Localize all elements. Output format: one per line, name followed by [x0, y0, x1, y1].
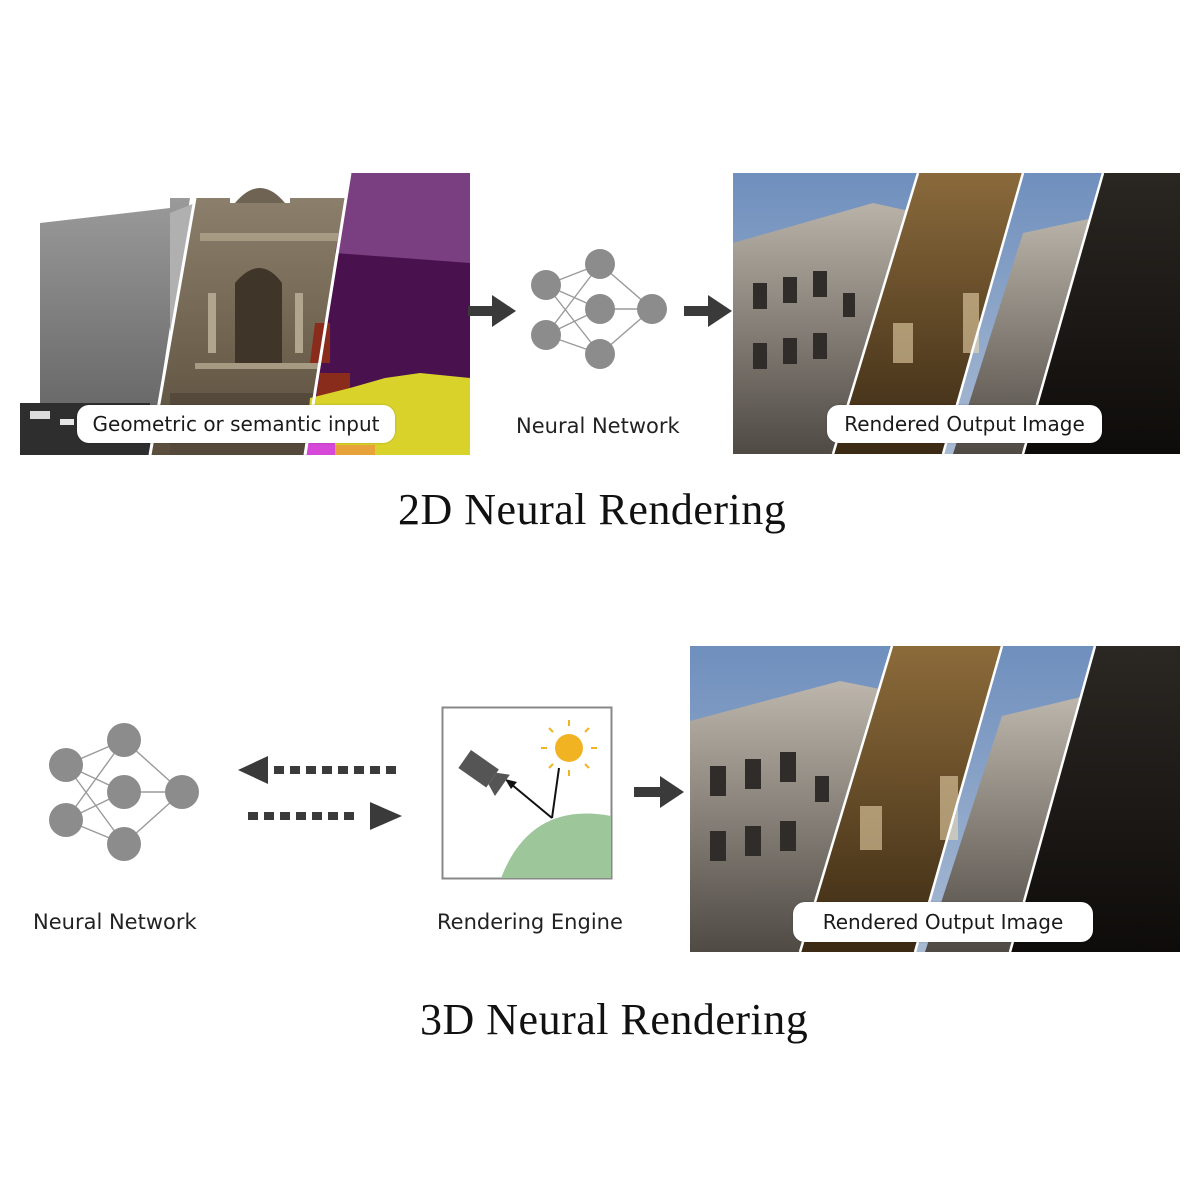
- arrow-icon: [684, 295, 732, 327]
- ground-icon: [501, 813, 611, 878]
- neural-network-icon: [49, 723, 199, 861]
- camera-icon: [458, 750, 510, 797]
- rendering-engine-label: Rendering Engine: [437, 910, 623, 934]
- section-title-3d: 3D Neural Rendering: [420, 995, 809, 1044]
- photo-panel: [150, 173, 350, 455]
- bottom-output-label: Rendered Output Image: [793, 902, 1093, 942]
- top-output-label: Rendered Output Image: [827, 405, 1102, 443]
- geometric-semantic-input-image: [20, 173, 470, 455]
- neural-network-icon: [531, 249, 667, 369]
- section-title-2d: 2D Neural Rendering: [398, 485, 787, 534]
- rendered-output-image-top: [733, 173, 1180, 454]
- top-network-label: Neural Network: [516, 414, 680, 438]
- arrow-icon: [468, 295, 516, 327]
- rendered-output-image-bottom: [690, 646, 1180, 952]
- arrow-icon: [634, 776, 684, 808]
- rendering-engine-icon: [441, 706, 613, 880]
- input-label: Geometric or semantic input: [77, 405, 395, 443]
- sun-icon: [541, 720, 597, 776]
- bottom-network-label: Neural Network: [33, 910, 197, 934]
- dotted-arrow-right-icon: [248, 802, 402, 830]
- dotted-arrow-left-icon: [238, 756, 396, 784]
